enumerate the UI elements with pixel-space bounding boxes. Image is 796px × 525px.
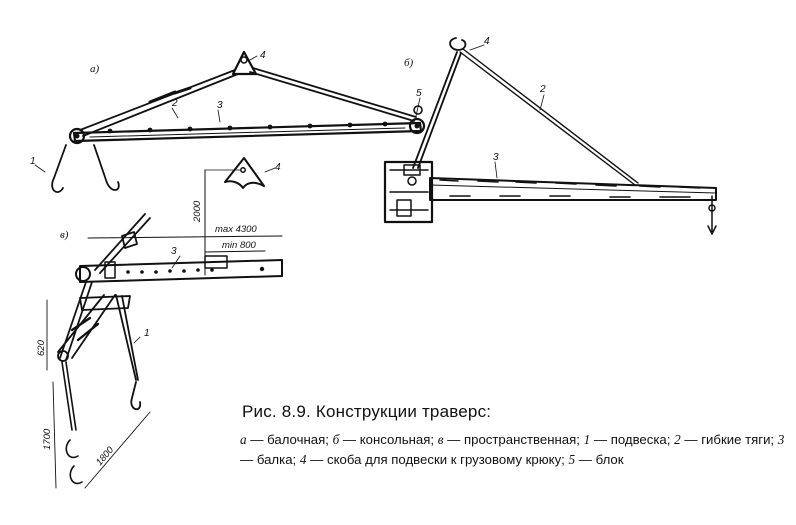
flexible-rod-a-right (249, 67, 417, 122)
legend-key-v: в (437, 432, 444, 447)
label-variant-b: б) (404, 57, 414, 69)
spatial-traverse-v (34, 44, 545, 489)
dim-620: 620 (36, 339, 47, 356)
hanger-v-left (61, 361, 77, 431)
part-number-3-v: 3 (171, 246, 177, 257)
beam-traverse-a (51, 50, 426, 193)
dim-1700: 1700 (42, 428, 53, 450)
legend-text-2: — гибкие тяги; (684, 432, 775, 447)
legend-text-1: — подвеска; (593, 432, 671, 447)
beam-b-hatching (439, 179, 701, 198)
dim-line-max (87, 235, 283, 239)
part-number-1-v: 1 (144, 328, 150, 339)
beam-v-holes (126, 266, 265, 274)
part-number-4-v: 4 (275, 162, 281, 173)
bracket-v (224, 157, 265, 189)
legend-key-3: 3 (777, 432, 785, 447)
dim-line-min (204, 250, 266, 253)
legend-key-2: 2 (674, 432, 681, 447)
flexible-rod-a-left (79, 69, 239, 137)
legend-text-v: — пространственная; (447, 432, 580, 447)
caption-title: Рис. 8.9. Конструкции траверс: (242, 402, 492, 421)
part-number-5-b: 5 (416, 88, 422, 99)
block-b-frame (383, 160, 434, 224)
dim-max: max 4300 (215, 224, 257, 235)
dim-1800: 1800 (94, 444, 117, 468)
legend-key-5: 5 (568, 452, 576, 467)
dim-2000: 2000 (192, 200, 203, 223)
console-traverse-b (383, 37, 717, 235)
legend-text-4: — скоба для подвески к грузовому крюку; (310, 452, 565, 467)
beam-v-end (75, 266, 91, 282)
legend-text-b: — консольная; (342, 432, 435, 447)
part-number-4-a: 4 (260, 50, 266, 61)
part-number-1-a: 1 (30, 156, 36, 167)
part-number-3-b: 3 (493, 152, 499, 163)
legend-key-1: 1 (583, 432, 591, 447)
dim-line-1700 (52, 381, 57, 489)
part-number-4-b: 4 (484, 36, 490, 47)
hanger-v-right (130, 381, 141, 411)
hanger-a-left (51, 144, 67, 193)
dim-line-1800 (84, 411, 151, 489)
beam-a-rivets (107, 121, 388, 134)
beam-v (79, 259, 283, 283)
figure-caption: Рис. 8.9. Конструкции траверс: а — балоч… (240, 402, 785, 470)
flexible-rod-b (459, 48, 639, 186)
beam-a-end-right (408, 117, 426, 135)
bracket-a (231, 50, 258, 76)
part-number-3-a: 3 (217, 100, 223, 111)
dim-min: min 800 (222, 240, 257, 251)
part-number-2-b: 2 (539, 84, 546, 95)
legend-key-b: б (332, 432, 340, 447)
console-strut-b (412, 51, 462, 169)
label-variant-v: в) (60, 229, 69, 241)
beam-b (429, 177, 717, 201)
hook-b (449, 37, 467, 51)
legend-key-a: а (240, 432, 247, 447)
legend-text-5: — блок (578, 452, 624, 467)
legend-text-3: — балка; (240, 452, 297, 467)
legend-text-a: — балочная; (250, 432, 329, 447)
hanger-a-right (93, 144, 120, 191)
label-variant-a: а) (90, 63, 100, 75)
caption-legend: а — балочная; б — консольная; в — простр… (240, 430, 785, 470)
legend-key-4: 4 (299, 452, 307, 467)
part-number-2-a: 2 (171, 98, 178, 109)
